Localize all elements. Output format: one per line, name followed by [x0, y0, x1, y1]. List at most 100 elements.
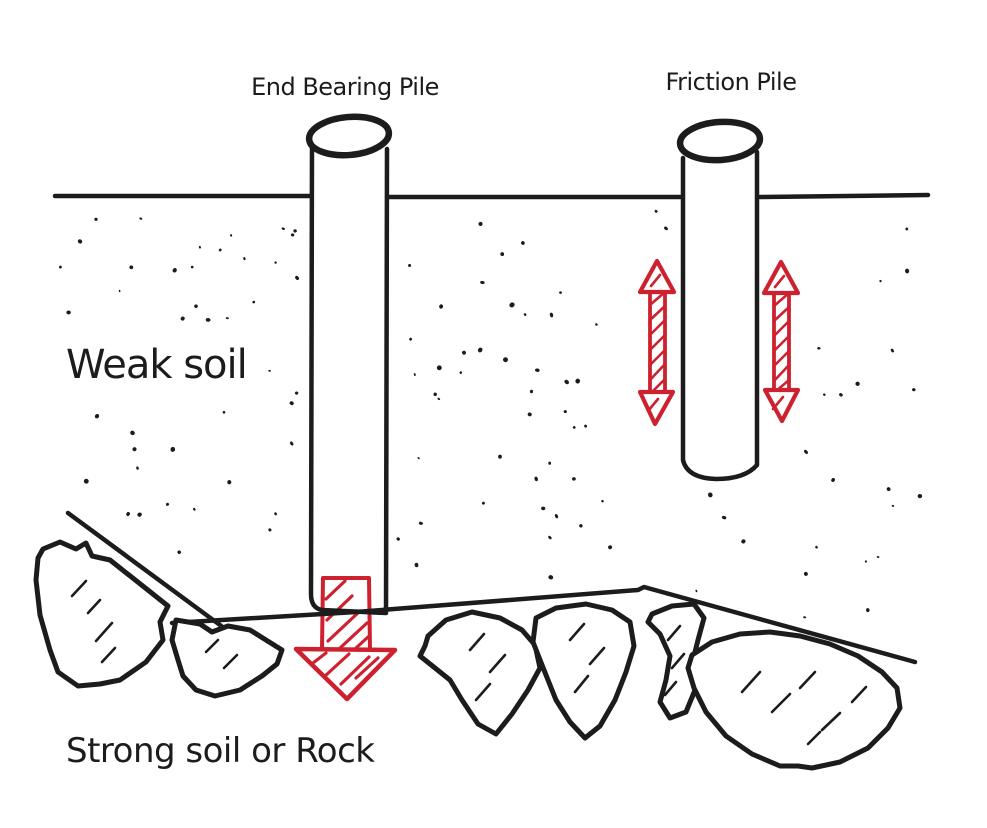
end-bearing-pile: [305, 113, 393, 616]
soil-dot: [409, 337, 413, 341]
soil-dot: [823, 393, 826, 396]
soil-dot: [417, 457, 420, 460]
boundary-line: [169, 584, 918, 665]
soil-dot: [608, 545, 613, 550]
soil-dot: [274, 512, 277, 516]
soil-dot: [654, 209, 658, 213]
soil-dot: [564, 379, 569, 385]
soil-dot: [77, 239, 83, 244]
soil-dot: [289, 441, 294, 446]
soil-dot: [230, 234, 233, 237]
soil-dot: [584, 424, 588, 428]
soil-dot: [817, 347, 821, 350]
arrow-hatching: [772, 291, 791, 394]
soil-dot: [917, 493, 923, 499]
soil-dot: [527, 412, 532, 417]
soil-dot: [268, 369, 271, 372]
friction-arrow-right: [761, 259, 801, 424]
soil-dot: [437, 397, 441, 401]
soil-dot: [462, 350, 466, 355]
friction-arrow-left: [637, 258, 677, 427]
soil-dot: [549, 312, 554, 318]
soil-dot: [831, 478, 835, 482]
soil-dot: [572, 477, 576, 481]
soil-dot: [177, 550, 181, 554]
rock-hatching: [740, 670, 868, 746]
soil-dot: [548, 461, 552, 465]
soil-dot: [876, 556, 880, 558]
soil-dot: [890, 348, 895, 353]
soil-dot: [523, 313, 527, 316]
soil-dot: [139, 217, 143, 220]
soil-dot: [180, 316, 185, 321]
pile-body: [308, 138, 390, 616]
friction-pile-label: Friction Pile: [666, 68, 797, 96]
soil-dot: [905, 268, 910, 274]
soil-dot: [290, 233, 295, 237]
soil-dot: [579, 524, 583, 528]
soil-dot: [172, 268, 177, 273]
soil-dot: [118, 289, 121, 293]
pile-top: [676, 118, 764, 164]
soil-dot: [534, 476, 538, 482]
soil-dot: [205, 317, 211, 322]
soil-dot: [198, 245, 201, 249]
soil-dot: [170, 446, 176, 452]
weak-soil-label: Weak soil: [66, 342, 247, 388]
friction-arrows: [637, 258, 801, 427]
soil-dot: [548, 535, 552, 540]
end-bearing-load-arrow: [293, 576, 398, 702]
soil-dot: [274, 261, 277, 264]
soil-dot: [803, 616, 807, 619]
soil-dot: [478, 221, 483, 226]
soil-dot: [193, 507, 196, 511]
soil-dot: [243, 256, 246, 261]
soil-dot: [268, 528, 272, 532]
arrow-hatching: [311, 651, 380, 686]
soil-dot: [194, 304, 198, 308]
soil-dot: [891, 504, 895, 507]
soil-dot: [498, 454, 502, 459]
soil-dot: [126, 511, 130, 517]
soil-dot: [839, 393, 843, 397]
soil-dot: [227, 480, 232, 485]
soil-dot: [130, 430, 135, 436]
pile-top: [305, 113, 393, 159]
soil-dot: [535, 368, 540, 372]
soil-dot: [418, 521, 423, 525]
soil-dot: [396, 537, 400, 541]
arrow-hatching: [324, 579, 370, 650]
soil-dot: [503, 357, 508, 363]
strong-soil-label: Strong soil or Rock: [66, 731, 375, 771]
rocks: [33, 539, 903, 771]
ground-line-segment: [757, 192, 931, 200]
soil-dot: [294, 391, 299, 395]
soil-dot: [295, 275, 300, 280]
soil-dot: [741, 539, 746, 544]
soil-dot: [293, 229, 297, 233]
soil-dot: [413, 373, 416, 377]
soil-dot: [521, 241, 525, 245]
soil-dot: [879, 279, 882, 283]
soil-dot: [695, 589, 698, 593]
soil-dot: [414, 562, 419, 568]
soil-speckles: [58, 209, 923, 619]
rock: [530, 601, 637, 741]
soil-dot: [804, 449, 808, 454]
soil-dot: [218, 248, 222, 252]
arrow-hatching: [648, 290, 667, 395]
soil-dot: [595, 323, 598, 326]
soil-dot: [721, 515, 727, 520]
soil-dot: [66, 310, 71, 315]
soil-dot: [500, 252, 505, 257]
soil-dot: [905, 227, 909, 231]
rock: [417, 609, 543, 737]
soil-dot: [459, 371, 463, 374]
boundary-diagonal: [65, 510, 227, 631]
soil-dot: [477, 347, 483, 353]
ground-surface-line: [52, 192, 931, 200]
soil-dot: [559, 291, 562, 294]
soil-dot: [436, 365, 442, 371]
